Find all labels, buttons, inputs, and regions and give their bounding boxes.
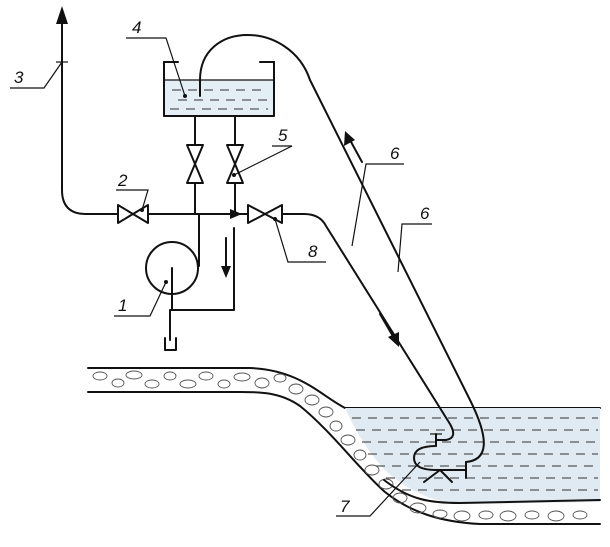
drain-pipe [169,227,235,341]
valve-8 [247,204,283,224]
outlet-pipe [281,213,455,441]
leader-5 [233,145,293,176]
drain-cup [164,337,177,351]
label-6-lower: 6 [420,204,430,223]
valve-8-body [247,204,283,224]
valve-2-body [117,204,149,224]
label-4: 4 [132,18,141,37]
water-dash-lines [352,417,598,491]
intake-strainer [423,469,453,483]
soil-bottom-edge [87,391,601,525]
river-water [345,408,601,504]
flow-arrows [56,6,399,347]
valve-5 [226,144,244,184]
label-6-upper: 6 [390,144,400,163]
vent-pipe [61,23,119,215]
intake-head [413,433,467,483]
leader-7 [336,461,421,517]
valve-tank-left [186,144,204,184]
leader-lines [10,37,432,517]
intake-hook [413,433,467,471]
pump [145,241,199,311]
main-pipe-arrow-head [230,209,242,219]
vent-arrow-head [56,6,68,24]
soil-top-edge [87,367,601,409]
pipework [61,23,485,463]
up-arrow-head [344,131,355,146]
leader-6a [351,163,404,247]
leader-4 [126,37,186,97]
label-7: 7 [340,497,350,516]
water-area [345,408,600,504]
leader-2 [116,189,149,211]
label-8: 8 [308,242,318,261]
tank-dash-lines [170,89,268,110]
valve-2 [117,204,149,224]
valve-5-body [226,144,244,184]
leader-8 [274,218,326,263]
valve-tank-left-body [186,144,204,184]
label-3: 3 [14,68,24,87]
label-5: 5 [278,126,288,145]
soil-pebbles [92,370,588,522]
label-1: 1 [118,296,127,315]
number-labels: 1 2 3 4 5 6 6 7 8 [14,18,430,516]
flow-down-arrow-shaft [379,313,395,339]
leader-3 [10,61,63,89]
tank-liquid [164,80,274,116]
leader-6b [397,223,432,273]
siphon-pipe [199,34,485,463]
water-bottom-edge [383,479,601,504]
tank [163,61,275,117]
tank-outline [163,61,275,117]
down-arrow-head [221,266,231,278]
leader-1 [114,281,167,317]
flow-down-arrow-head [388,332,399,347]
up-arrow-shaft [349,139,363,163]
label-2: 2 [117,171,128,190]
